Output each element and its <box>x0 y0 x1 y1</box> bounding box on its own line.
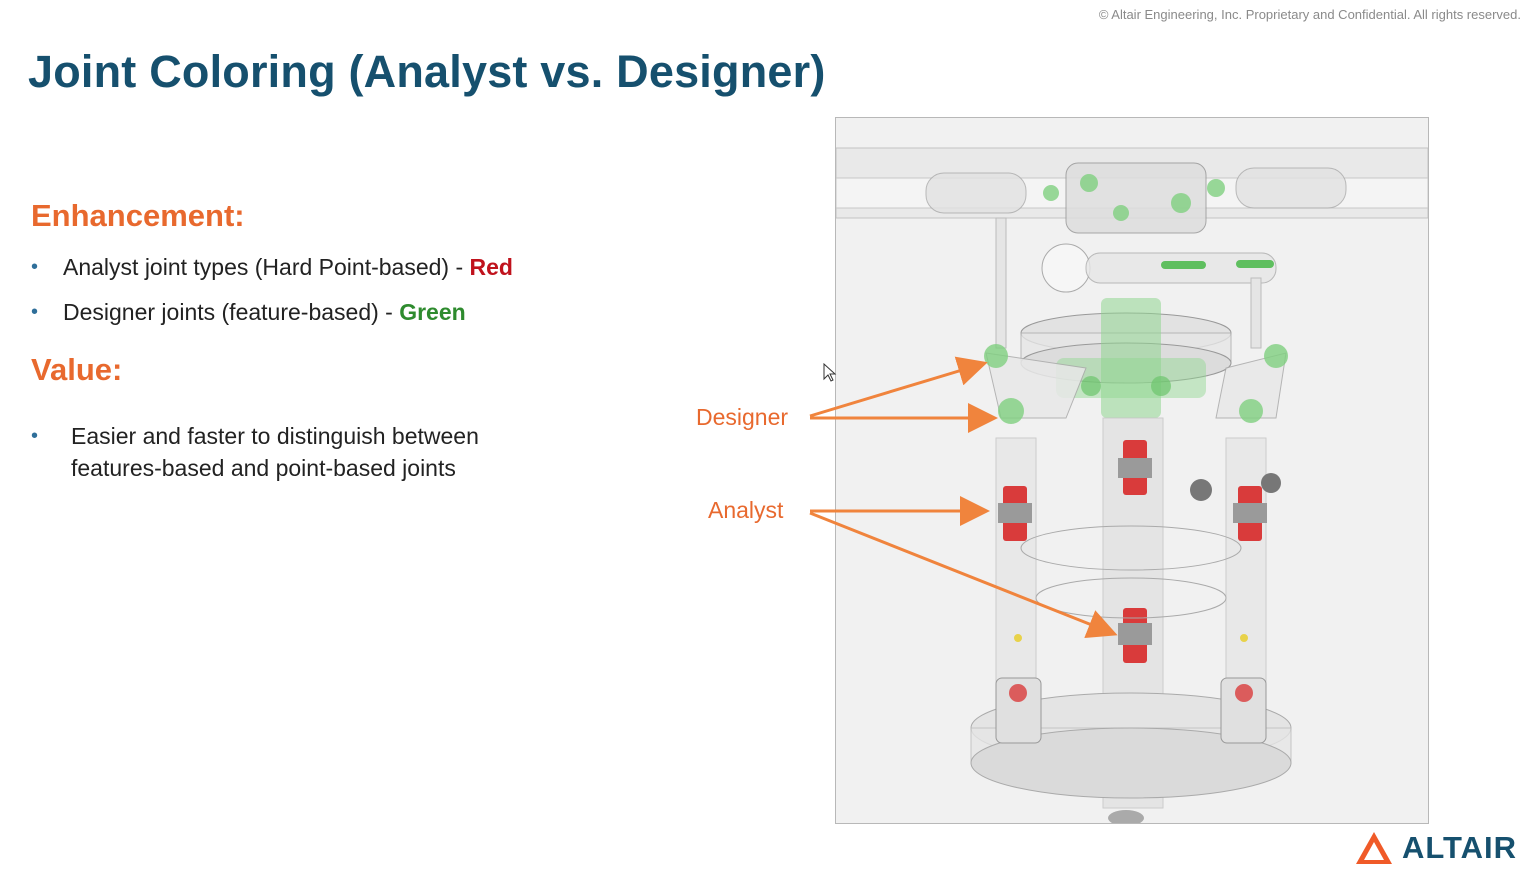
bullet-icon: • <box>31 256 39 278</box>
list-item: • Easier and faster to distinguish betwe… <box>31 420 479 484</box>
bullet-icon: • <box>31 425 39 447</box>
suspension-model-render <box>836 147 1428 823</box>
list-item-text: Designer joints (feature-based) - <box>63 299 400 325</box>
list-item: • Analyst joint types (Hard Point-based)… <box>31 253 513 281</box>
list-item-text: Analyst joint types (Hard Point-based) - <box>63 254 470 280</box>
bullet-icon: • <box>31 301 39 323</box>
red-emphasis: Red <box>469 254 513 280</box>
list-item: • Designer joints (feature-based) - Gree… <box>31 298 513 326</box>
copyright-notice: © Altair Engineering, Inc. Proprietary a… <box>1098 7 1521 22</box>
designer-callout-label: Designer <box>696 404 789 430</box>
green-emphasis: Green <box>399 299 466 325</box>
mouse-cursor-icon <box>823 363 837 382</box>
value-list: • Easier and faster to distinguish betwe… <box>31 420 479 501</box>
list-item-line: features-based and point-based joints <box>71 455 456 481</box>
analyst-callout-label: Analyst <box>708 497 784 523</box>
enhancement-heading: Enhancement: <box>31 198 245 233</box>
altair-logo-icon <box>1356 832 1392 864</box>
logo-text: ALTAIR <box>1402 830 1518 865</box>
list-item-line: Easier and faster to distinguish between <box>71 423 479 449</box>
value-heading: Value: <box>31 352 123 387</box>
altair-logo: ALTAIR <box>1354 828 1517 868</box>
enhancement-list: • Analyst joint types (Hard Point-based)… <box>31 253 513 343</box>
slide-title: Joint Coloring (Analyst vs. Designer) <box>28 46 826 97</box>
model-viewport[interactable] <box>835 117 1429 824</box>
